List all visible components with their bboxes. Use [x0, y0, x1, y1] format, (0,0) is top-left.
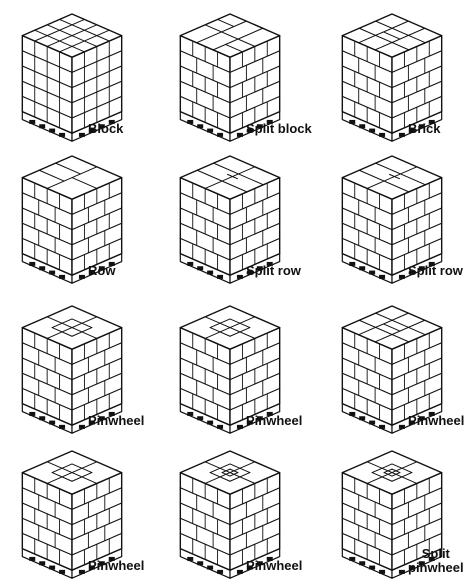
- pattern-label: Pinwheel: [88, 558, 145, 573]
- panel-row: Row: [10, 150, 150, 292]
- pattern-label: Split row: [246, 263, 301, 278]
- pattern-label: Pinwheel: [408, 413, 465, 428]
- pattern-label: Brick: [408, 121, 441, 136]
- pallet-load-drawing: [21, 450, 123, 579]
- pallet-base: [179, 402, 281, 434]
- pattern-label: Pinwheel: [246, 558, 303, 573]
- pattern-label: Split row: [408, 263, 463, 278]
- panel-block: Block: [10, 8, 150, 150]
- panel-split-row-2: Split row: [330, 150, 470, 292]
- pallet-base: [179, 252, 281, 284]
- panel-pinwheel-5: Pinwheel: [168, 445, 308, 587]
- pallet-load-drawing: [179, 155, 281, 284]
- pallet-load-drawing: [179, 305, 281, 434]
- panel-pinwheel-3: Pinwheel: [330, 300, 470, 442]
- pattern-label: Split block: [246, 121, 312, 136]
- pallet-load-drawing: [341, 13, 443, 142]
- panel-split-block: Split block: [168, 8, 312, 150]
- pallet-base: [341, 547, 443, 579]
- pallet-load-drawing: [179, 450, 281, 579]
- panel-pinwheel-1: Pinwheel: [10, 300, 150, 442]
- pallet-base: [341, 252, 443, 284]
- pallet-load-drawing: [21, 305, 123, 434]
- panel-pinwheel-4: Pinwheel: [10, 445, 150, 587]
- panel-pinwheel-2: Pinwheel: [168, 300, 308, 442]
- pallet-load-drawing: [341, 450, 443, 579]
- pallet-load-drawing: [21, 13, 123, 142]
- pallet-load-drawing: [179, 13, 281, 142]
- pattern-label-line: Split: [421, 546, 450, 561]
- pallet-load-drawing: [341, 155, 443, 284]
- pattern-label: Pinwheel: [88, 413, 145, 428]
- pallet-base: [21, 402, 123, 434]
- pallet-load-drawing: [21, 155, 123, 284]
- pattern-label: Row: [88, 263, 116, 278]
- pattern-label-line: pinwheel: [408, 560, 464, 575]
- pallet-load-drawing: [341, 305, 443, 434]
- panel-brick: Brick: [330, 8, 470, 150]
- panel-split-row-1: Split row: [168, 150, 308, 292]
- pattern-label: Pinwheel: [246, 413, 303, 428]
- pattern-label: Block: [88, 121, 124, 136]
